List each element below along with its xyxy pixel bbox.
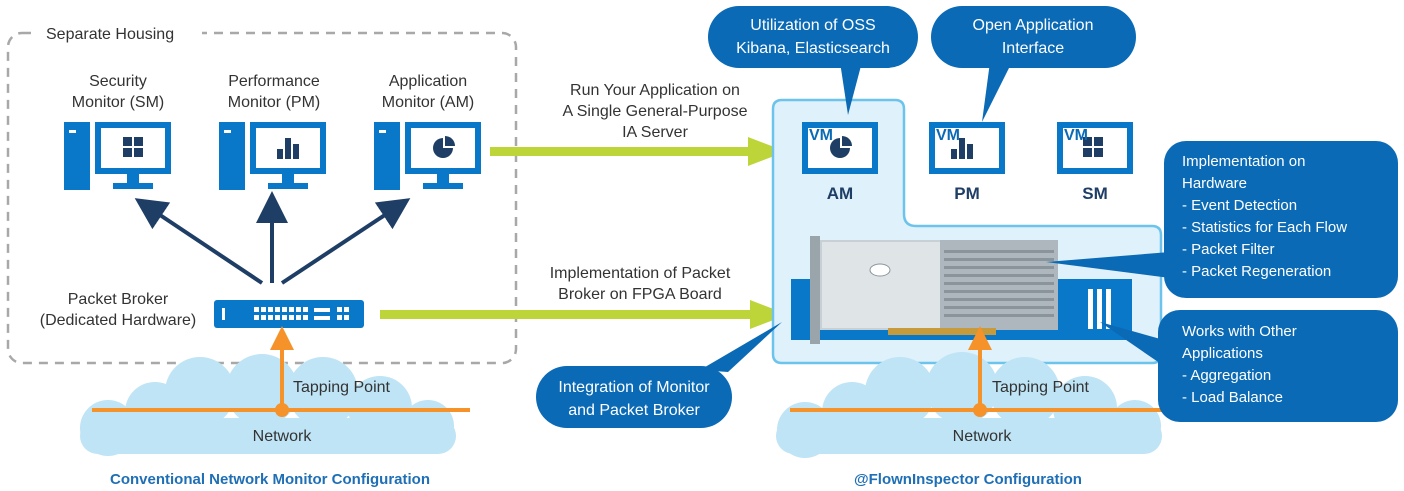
callout-oss-line2: Kibana, Elasticsearch [736,40,890,57]
left-tapping-point-dot [275,403,289,417]
vm-label-am: VM [809,127,833,144]
packet-broker-label-2: (Dedicated Hardware) [40,312,197,329]
callout-apps-line3: - Aggregation [1182,367,1271,384]
callout-apps [1100,310,1398,422]
packet-broker-switch-icon [214,300,364,328]
vm-sm-icon [1057,122,1133,174]
callout-integration [536,322,782,428]
run-app-label-3: IA Server [622,124,688,141]
callout-integration-line1: Integration of Monitor [558,379,710,396]
fpga-card-image [810,236,1058,344]
vm-label-pm: VM [936,127,960,144]
vm-name-am: AM [827,184,853,203]
vm-label-sm: VM [1064,127,1088,144]
vm-pm-icon [929,122,1005,174]
security-monitor-label-2: Monitor (SM) [72,94,164,111]
callout-integration-line2: and Packet Broker [568,402,700,419]
application-monitor-label-1: Application [389,73,467,90]
right-network-label: Network [953,428,1013,445]
implementation-arrow [380,300,788,329]
performance-monitor-label-1: Performance [228,73,320,90]
performance-monitor-label-2: Monitor (PM) [228,94,320,111]
right-tapping-point-label: Tapping Point [992,379,1090,396]
application-monitor-label-2: Monitor (AM) [382,94,474,111]
callout-oss [708,6,918,115]
run-app-arrow [490,137,786,166]
run-app-label-2: A Single General-Purpose [563,103,748,120]
vm-name-sm: SM [1082,184,1108,203]
security-monitor-label-1: Security [89,73,147,90]
right-tapping-point-dot [973,403,987,417]
callout-oss-line1: Utilization of OSS [750,17,875,34]
callout-hardware-line1: Implementation on [1182,153,1305,170]
callout-hardware-line3: - Event Detection [1182,197,1297,214]
vm-am-icon [802,122,878,174]
left-tapping-point-label: Tapping Point [293,379,391,396]
packet-broker-label-1: Packet Broker [68,291,169,308]
callout-apps-line2: Applications [1182,345,1263,362]
left-caption: Conventional Network Monitor Configurati… [110,471,430,488]
separate-housing-box [6,20,518,365]
callout-hardware-line4: - Statistics for Each Flow [1182,219,1347,236]
right-caption: @FlownInspector Configuration [854,471,1082,488]
callout-hardware-line5: - Packet Filter [1182,241,1275,258]
callout-hardware [1046,141,1398,298]
separate-housing-label: Separate Housing [46,26,174,43]
run-app-label-1: Run Your Application on [570,82,740,99]
callout-api [931,6,1136,122]
application-monitor-computer-icon [374,122,481,190]
callout-apps-line1: Works with Other [1182,323,1297,340]
implementation-label-2: Broker on FPGA Board [558,286,722,303]
performance-monitor-computer-icon [219,122,326,190]
callout-apps-line4: - Load Balance [1182,389,1283,406]
callout-api-line1: Open Application [973,17,1094,34]
callout-hardware-line6: - Packet Regeneration [1182,263,1331,280]
security-monitor-computer-icon [64,122,171,190]
callout-hardware-line2: Hardware [1182,175,1247,192]
left-network-label: Network [253,428,313,445]
vm-name-pm: PM [954,184,980,203]
broker-to-monitor-arrows [134,191,411,285]
callout-api-line2: Interface [1002,40,1064,57]
implementation-label-1: Implementation of Packet [550,265,731,282]
